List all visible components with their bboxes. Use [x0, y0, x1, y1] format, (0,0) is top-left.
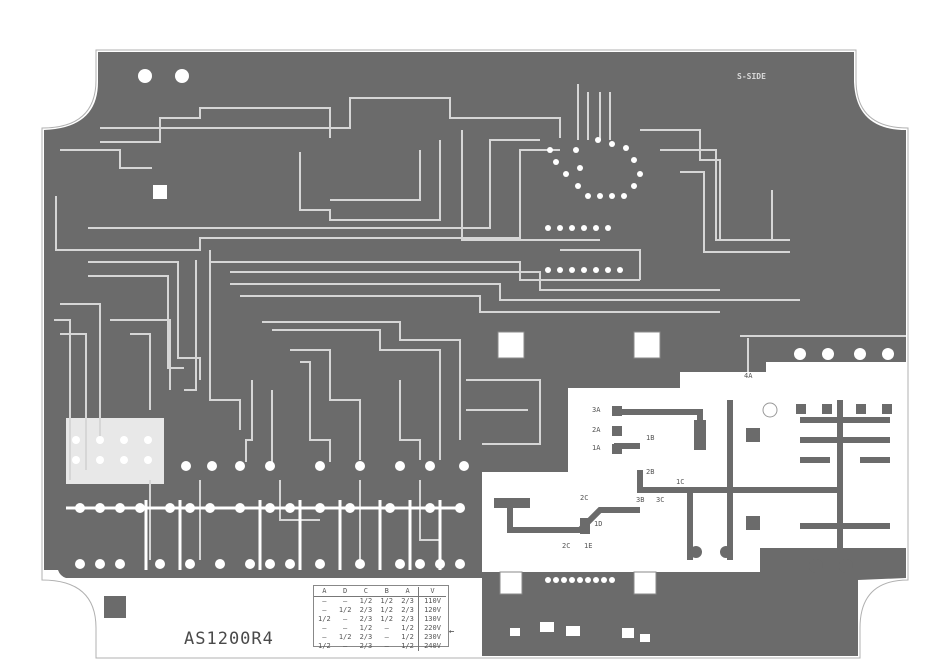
pad-area-left	[66, 418, 164, 484]
silk-label: 1B	[646, 434, 655, 442]
voltage-table-header: A D C B A V	[314, 587, 446, 597]
trace-group	[54, 84, 906, 560]
silk-label: 4A	[744, 372, 753, 380]
arrow-left-icon: ←	[449, 627, 455, 637]
board-title: AS1200R4	[184, 629, 274, 649]
relay-pad-group	[494, 404, 892, 574]
mount-hole	[175, 69, 189, 83]
silk-label: 2C	[580, 494, 589, 502]
silk-label: 3A	[592, 406, 601, 414]
pad-row-group	[72, 436, 469, 569]
silk-label: 1C	[676, 478, 685, 486]
board-side-label: S-SIDE	[737, 72, 766, 81]
silk-label: 2B	[646, 468, 655, 476]
silk-label: 3B	[636, 496, 645, 504]
silk-label: 3C	[656, 496, 665, 504]
silk-label: 1A	[592, 444, 601, 452]
silk-label: 2C	[562, 542, 571, 550]
ic-cluster	[545, 137, 643, 273]
mount-hole	[138, 69, 152, 83]
silk-label: 1D	[594, 520, 603, 528]
copper-pour-main	[44, 52, 906, 578]
copper-pour-right	[760, 548, 906, 600]
pad-group	[104, 69, 894, 618]
silk-label: 1E	[584, 542, 593, 550]
voltage-table-frame	[313, 585, 449, 647]
silk-label: 2A	[592, 426, 601, 434]
power-trace-group	[507, 400, 890, 560]
connector-group	[510, 577, 650, 642]
